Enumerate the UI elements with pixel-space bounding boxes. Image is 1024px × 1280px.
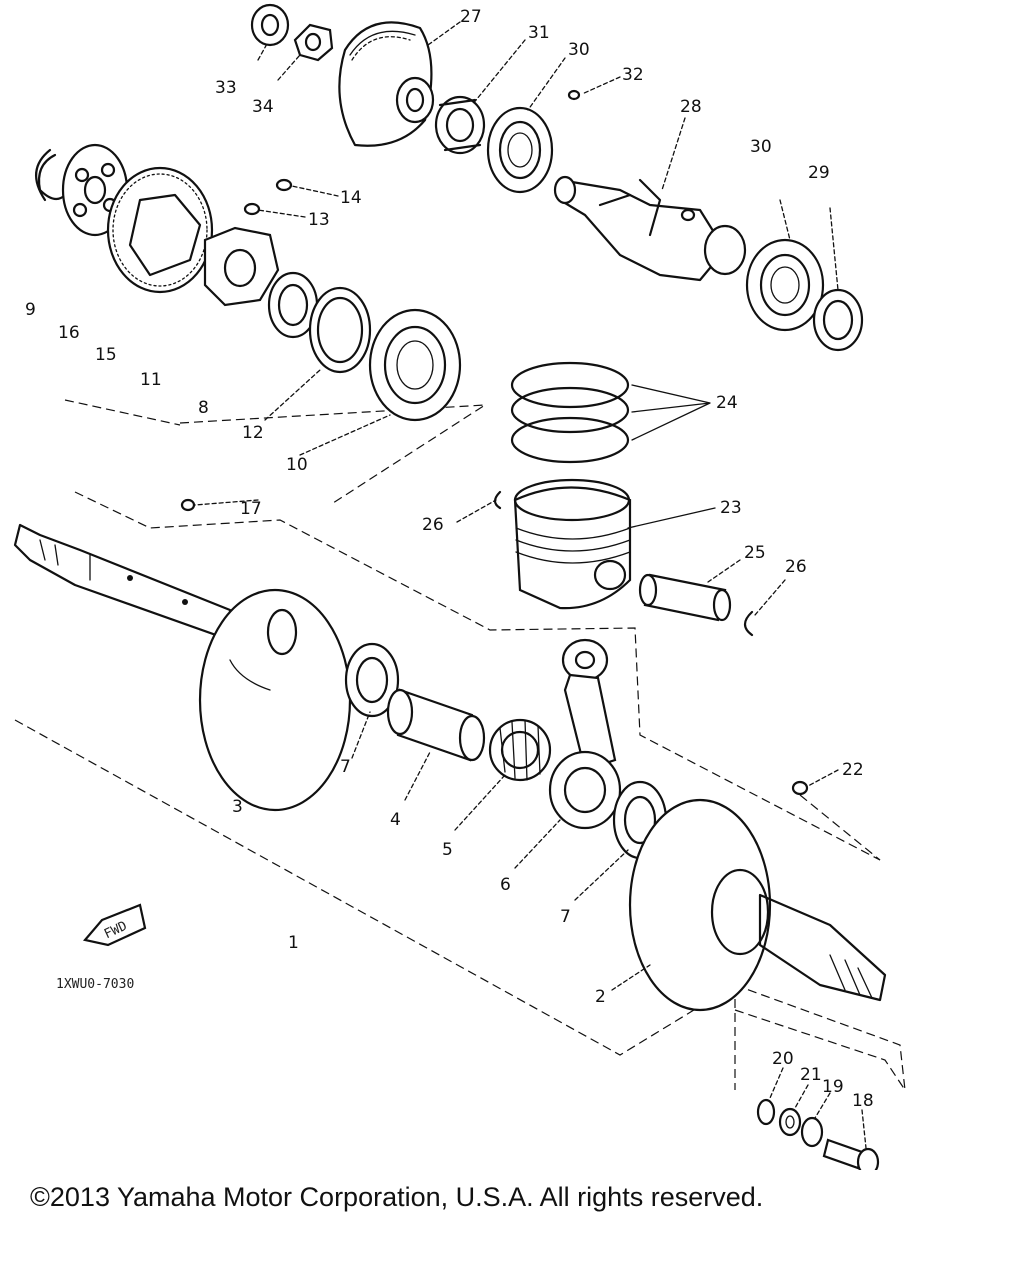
circlip-26-right (743, 610, 754, 637)
washer-ring (267, 271, 319, 339)
part-label-4: 4 (390, 810, 401, 830)
part-label-7-left: 7 (340, 757, 351, 777)
part-label-32: 32 (622, 65, 644, 85)
oring-20 (756, 1098, 776, 1126)
pin-22 (791, 780, 809, 796)
part-label-6: 6 (500, 875, 511, 895)
part-label-34: 34 (252, 97, 274, 117)
part-label-25: 25 (744, 543, 766, 563)
part-label-11: 11 (140, 370, 162, 390)
part-label-17: 17 (240, 499, 262, 519)
part-label-3: 3 (232, 797, 243, 817)
fwd-arrow: FWD (82, 903, 147, 947)
gear-15 (106, 166, 214, 294)
part-label-22: 22 (842, 760, 864, 780)
pin-14 (275, 178, 293, 192)
part-label-31: 31 (528, 23, 550, 43)
part-label-1: 1 (288, 933, 299, 953)
crank-pin-4 (386, 688, 486, 762)
part-label-13: 13 (308, 210, 330, 230)
piston-23 (513, 478, 632, 610)
part-label-10: 10 (286, 455, 308, 475)
part-label-26-left: 26 (422, 515, 444, 535)
bearing-10 (368, 308, 462, 422)
part-label-24: 24 (716, 393, 738, 413)
part-label-8: 8 (198, 398, 209, 418)
part-label-26-right: 26 (785, 557, 807, 577)
crank-right-2 (628, 798, 887, 1012)
part-label-7-right: 7 (560, 907, 571, 927)
needle-bearing-5 (488, 718, 552, 782)
part-label-33: 33 (215, 78, 237, 98)
piston-rings-24 (510, 361, 630, 464)
bearing-29 (812, 288, 864, 352)
part-label-28: 28 (680, 97, 702, 117)
part-label-9: 9 (25, 300, 36, 320)
part-label-29: 29 (808, 163, 830, 183)
part-label-14: 14 (340, 188, 362, 208)
starter-gear-27 (338, 21, 435, 147)
hub-11 (203, 226, 280, 307)
part-label-30-right: 30 (750, 137, 772, 157)
bearing-30-right (745, 238, 825, 332)
collar-31 (434, 95, 486, 155)
pin-13 (243, 202, 261, 216)
part-label-18: 18 (852, 1091, 874, 1111)
part-label-5: 5 (442, 840, 453, 860)
connecting-rod-6 (548, 638, 622, 830)
lock-washer-34 (293, 23, 334, 62)
pin-17 (180, 498, 196, 512)
washer-19 (800, 1116, 824, 1148)
part-label-2: 2 (595, 987, 606, 1007)
pin-32 (567, 89, 581, 101)
part-label-19: 19 (822, 1077, 844, 1097)
washer-7-left (344, 642, 400, 718)
balancer-shaft-28 (553, 175, 747, 282)
circlip-9 (35, 148, 67, 202)
part-number-labels: 27 31 30 32 33 34 28 30 29 14 13 9 16 15… (25, 7, 874, 1111)
part-label-21: 21 (800, 1065, 822, 1085)
part-label-30-top: 30 (568, 40, 590, 60)
copyright-notice: ©2013 Yamaha Motor Corporation, U.S.A. A… (30, 1182, 764, 1212)
part-label-20: 20 (772, 1049, 794, 1069)
piston-pin-25 (638, 573, 732, 622)
seal-12 (308, 286, 372, 374)
crank-left-3 (13, 523, 352, 812)
drawing-code: 1XWU0-7030 (56, 977, 134, 992)
bearing-30-top (486, 106, 554, 194)
nut-33 (250, 3, 290, 47)
part-label-16: 16 (58, 323, 80, 343)
leader-lines (194, 21, 867, 1149)
part-label-27: 27 (460, 7, 482, 27)
part-label-23: 23 (720, 498, 742, 518)
bolt-18 (822, 1138, 880, 1170)
washer-21 (778, 1107, 802, 1137)
crankshaft-exploded-diagram: FWD 27 31 30 3 (13, 3, 906, 1170)
part-label-12: 12 (242, 423, 264, 443)
part-label-15: 15 (95, 345, 117, 365)
